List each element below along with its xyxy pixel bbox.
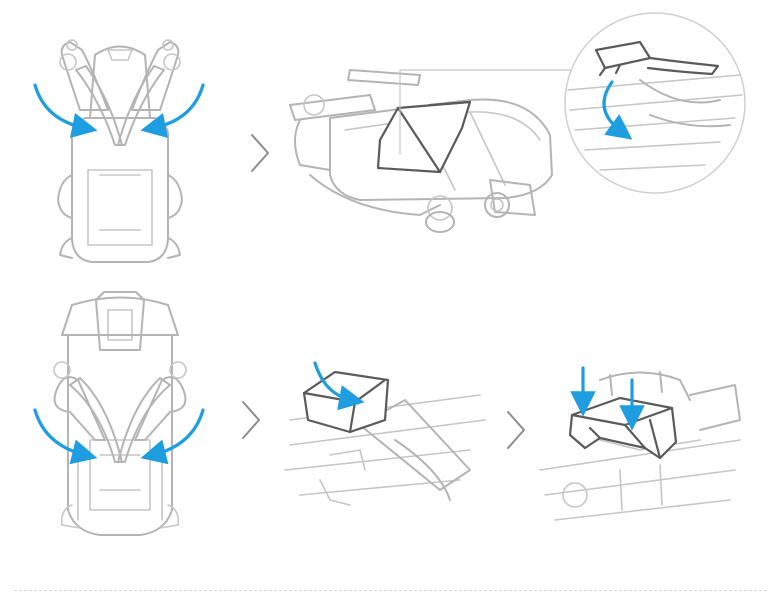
chevron-right-icon [242, 401, 260, 439]
drone-side-with-strap [289, 69, 590, 233]
footer-divider [14, 590, 767, 591]
gimbal-cover-attach [284, 361, 486, 506]
curved-arrow-icon [33, 408, 98, 465]
curved-arrow-icon [140, 408, 205, 465]
curved-arrow-icon [33, 83, 98, 139]
curved-arrow-icon [313, 361, 365, 411]
curved-arrow-icon [140, 83, 205, 139]
magnified-clip-detail [564, 12, 746, 194]
drone-top-view-step2 [33, 291, 205, 536]
chevron-right-icon [507, 411, 525, 449]
drone-top-view-step1 [33, 39, 205, 263]
cover-press-down [539, 366, 741, 521]
curved-arrow-icon [602, 80, 633, 140]
chevron-right-icon [251, 134, 269, 172]
